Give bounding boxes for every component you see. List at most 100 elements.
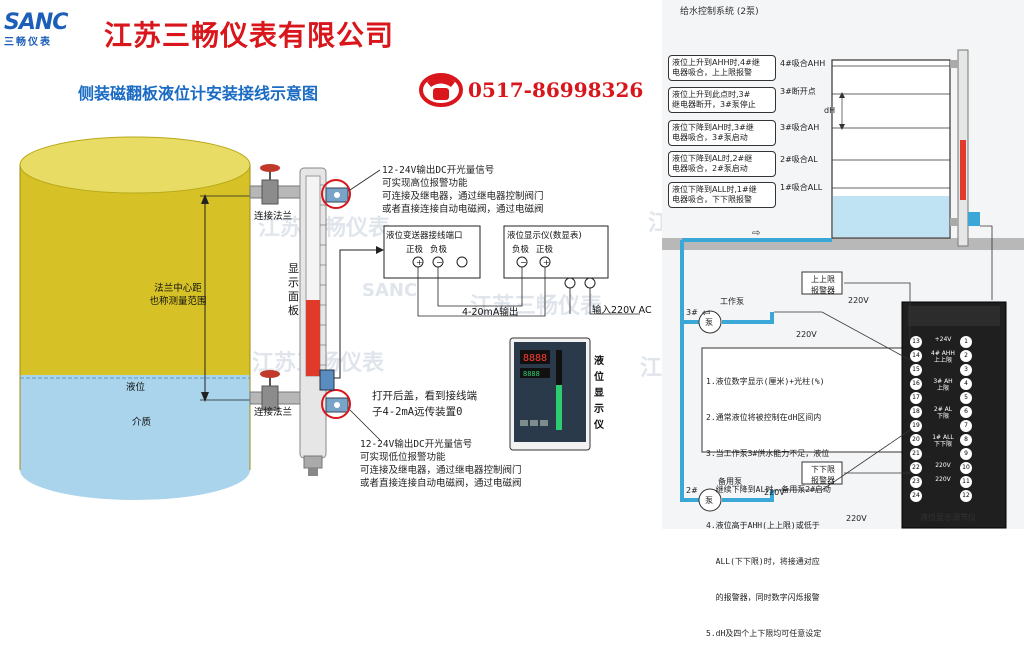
- transmitter-box-title: 液位变送器接线端口: [386, 231, 463, 241]
- info-line: 5.dH及四个上下限均可任意设定: [706, 629, 822, 638]
- company-name: 江苏三畅仪表有限公司: [104, 19, 395, 52]
- svg-text:⇦: ⇦: [702, 308, 710, 319]
- tank-body: [20, 165, 250, 380]
- tank-bottom: [20, 440, 250, 500]
- terminal: 17: [910, 392, 922, 404]
- terminal: 11: [960, 476, 972, 488]
- phone-icon: [419, 73, 463, 107]
- relay-label-ah: 3# AH 上限: [933, 378, 953, 392]
- point-ah: 3#吸合AH: [780, 123, 820, 132]
- voltage-220-d: 220V: [846, 514, 867, 523]
- terminal: 8: [960, 434, 972, 446]
- point-al: 2#吸合AL: [780, 155, 818, 164]
- svg-text:8888: 8888: [523, 353, 547, 364]
- terminal: 16: [910, 378, 922, 390]
- diagram-title: 侧装磁翻板液位计安装接线示意图: [78, 84, 319, 103]
- condition-ah: 液位下降到AH时,3#继 电器吸合，3#泵启动: [668, 120, 776, 146]
- pump-2-label: 2#: [686, 486, 698, 495]
- display-box-title: 液位显示仪(数显表): [507, 231, 582, 241]
- condition-all: 液位下降到ALL时,1#继 电器吸合，下下限报警: [668, 182, 776, 208]
- terminal-column-left: 13 14 15 16 17 18 19 20 21 22 23 24: [910, 336, 924, 504]
- dp-negative-label: 负极: [512, 245, 530, 255]
- voltage-220-b: 220V: [796, 330, 817, 339]
- terminal: 18: [910, 406, 922, 418]
- valve-handle-bottom: [260, 370, 280, 378]
- relay-label-24v: +24V: [934, 336, 952, 343]
- tx-positive-label: 正极: [406, 245, 424, 255]
- dh-label: dH: [824, 106, 836, 115]
- measuring-range-label: 法兰中心距 也称测量范围: [149, 283, 207, 307]
- terminal: 12: [960, 490, 972, 502]
- svg-text:8888: 8888: [523, 370, 540, 378]
- relay-label-al: 2# AL 下限: [933, 406, 953, 420]
- terminal: 4: [960, 378, 972, 390]
- info-line: 4.液位高于AHH(上上限)或低于: [706, 521, 820, 530]
- terminal: 3: [960, 364, 972, 376]
- top-flange-label: 连接法兰: [254, 211, 293, 222]
- voltage-220-a: 220V: [848, 296, 869, 305]
- terminal: 15: [910, 364, 922, 376]
- svg-text:+: +: [416, 258, 423, 267]
- bottom-flange-label: 连接法兰: [254, 407, 293, 418]
- control-system-title: 给水控制系统 (2泵): [680, 7, 759, 17]
- control-info: 1.液位数字显示(厘米)+光柱(%) 2.通常液位将被控制在dH区间内 3.当工…: [706, 352, 900, 652]
- display-panel-label: 显示面板: [288, 262, 299, 317]
- upper-alarm: 上上限 报警器: [811, 275, 835, 295]
- condition-stop: 液位上升到此点时,3# 继电器断开，3#泵停止: [668, 87, 776, 113]
- terminal: 19: [910, 420, 922, 432]
- controller-label: 液位显示调节仪: [920, 513, 976, 522]
- info-line: 继续下降到AL时，备用泵2#启动: [706, 485, 831, 494]
- terminal-column-right: 1 2 3 4 5 6 7 8 9 10 11 12: [960, 336, 974, 504]
- terminal: 13: [910, 336, 922, 348]
- tank-top: [19, 136, 251, 194]
- valve-handle-top: [260, 164, 280, 172]
- point-stop: 3#断开点: [780, 87, 816, 96]
- signal-output-label: 4-20mA输出: [462, 307, 519, 318]
- pump-3-label: 3#: [686, 308, 698, 317]
- power-input-label: 输入220V AC: [592, 305, 652, 316]
- meter-label: 液位显示仪: [594, 356, 604, 431]
- svg-text:−: −: [520, 258, 527, 267]
- info-line: 2.通常液位将被控制在dH区间内: [706, 413, 822, 422]
- pump-3-icon: 泵: [705, 318, 713, 327]
- relay-labels: +24V 4# AHH 上上限 3# AH 上限 2# AL 下限 1# ALL…: [928, 336, 958, 490]
- condition-al: 液位下降到AL时,2#继 电器吸合，2#泵启动: [668, 151, 776, 177]
- level-label: 液位: [126, 382, 146, 393]
- top-switch-note: 12-24V输出DC开光量信号 可实现高位报警功能 可连接及继电器，通过继电器控…: [382, 165, 544, 215]
- voltage-220-c: 220V: [764, 488, 785, 497]
- terminal: 2: [960, 350, 972, 362]
- terminal: 21: [910, 448, 922, 460]
- svg-text:+: +: [543, 258, 550, 267]
- company-logo: SANC 三畅仪表: [4, 10, 96, 56]
- terminal: 10: [960, 462, 972, 474]
- terminal: 6: [960, 406, 972, 418]
- left-diagram: + − − + 8888 8888: [19, 136, 640, 500]
- point-ahh: 4#吸合AHH: [780, 59, 826, 68]
- pump-2-icon: 泵: [705, 496, 713, 505]
- svg-text:−: −: [436, 258, 443, 267]
- relay-label-ahh: 4# AHH 上上限: [931, 350, 955, 364]
- terminal: 20: [910, 434, 922, 446]
- work-pump-label: 工作泵: [720, 297, 744, 306]
- terminal: 24: [910, 490, 922, 502]
- watermark: 江苏三畅仪表: [470, 294, 603, 319]
- display-terminal-box: [503, 225, 609, 279]
- svg-text:⇨: ⇨: [752, 228, 760, 239]
- logo-text: SANC: [4, 10, 68, 35]
- terminal: 9: [960, 448, 972, 460]
- dp-positive-label: 正极: [536, 245, 554, 255]
- watermark-logo: SANC: [362, 280, 418, 301]
- logo-subtext: 三畅仪表: [4, 37, 52, 48]
- lower-alarm: 下下限 报警器: [811, 465, 835, 485]
- info-line: 的报警器，同时数字闪烁报警: [706, 593, 820, 602]
- terminal: 1: [960, 336, 972, 348]
- tx-negative-label: 负极: [430, 245, 448, 255]
- relay-label-220v-a: 220V: [935, 462, 951, 469]
- terminal: 14: [910, 350, 922, 362]
- open-cover-note: 打开后盖，看到接线端 子4-2mA远传装置0: [372, 390, 477, 418]
- medium-label: 介质: [132, 417, 152, 428]
- info-line: 1.液位数字显示(厘米)+光柱(%): [706, 377, 825, 386]
- condition-ahh: 液位上升到AHH时,4#继 电器吸合，上上限报警: [668, 55, 776, 81]
- terminal: 7: [960, 420, 972, 432]
- point-all: 1#吸合ALL: [780, 183, 823, 192]
